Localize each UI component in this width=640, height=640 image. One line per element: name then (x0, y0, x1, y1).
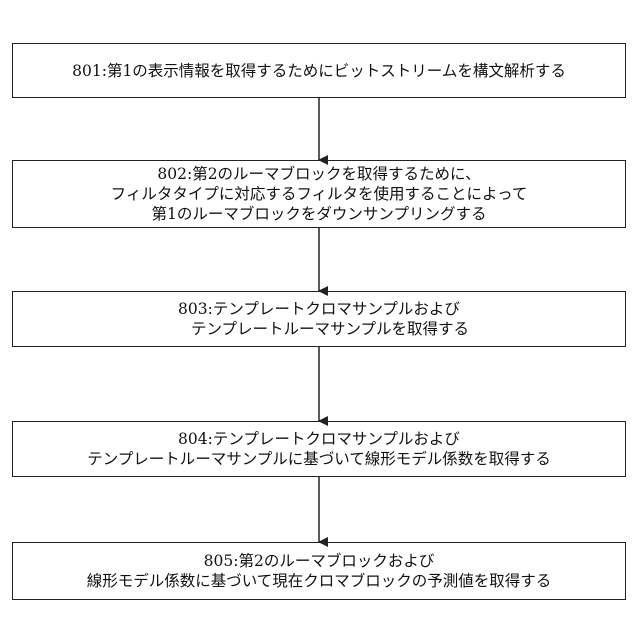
step-801-text: 801:第1の表示情報を取得するためにビットストリームを構文解析する (72, 61, 566, 81)
step-805-text-line-1: 805:第2のルーマブロックおよび (204, 551, 435, 571)
step-803-text-line-2: テンプレートルーマサンプルを取得する (169, 319, 469, 339)
step-804-text-line-1: 804:テンプレートクロマサンプルおよび (178, 429, 460, 449)
step-804-text-line-2: テンプレートルーマサンプルに基づいて線形モデル係数を取得する (87, 449, 551, 469)
step-805-box: 805:第2のルーマブロックおよび 線形モデル係数に基づいて現在クロマブロックの… (12, 542, 626, 600)
step-805-text-line-2: 線形モデル係数に基づいて現在クロマブロックの予測値を取得する (87, 571, 552, 591)
step-802-text-line-3: 第1のルーマブロックをダウンサンプリングする (152, 204, 487, 224)
step-802-box: 802:第2のルーマブロックを取得するために、 フィルタタイプに対応するフィルタ… (12, 160, 626, 228)
step-802-text-line-1: 802:第2のルーマブロックを取得するために、 (157, 164, 480, 184)
step-801-box: 801:第1の表示情報を取得するためにビットストリームを構文解析する (12, 43, 626, 98)
step-803-text-line-1: 803:テンプレートクロマサンプルおよび (178, 299, 460, 319)
step-804-box: 804:テンプレートクロマサンプルおよび テンプレートルーマサンプルに基づいて線… (12, 421, 626, 477)
step-802-text-line-2: フィルタタイプに対応するフィルタを使用することによって (111, 184, 528, 204)
step-803-box: 803:テンプレートクロマサンプルおよび テンプレートルーマサンプルを取得する (12, 291, 626, 347)
